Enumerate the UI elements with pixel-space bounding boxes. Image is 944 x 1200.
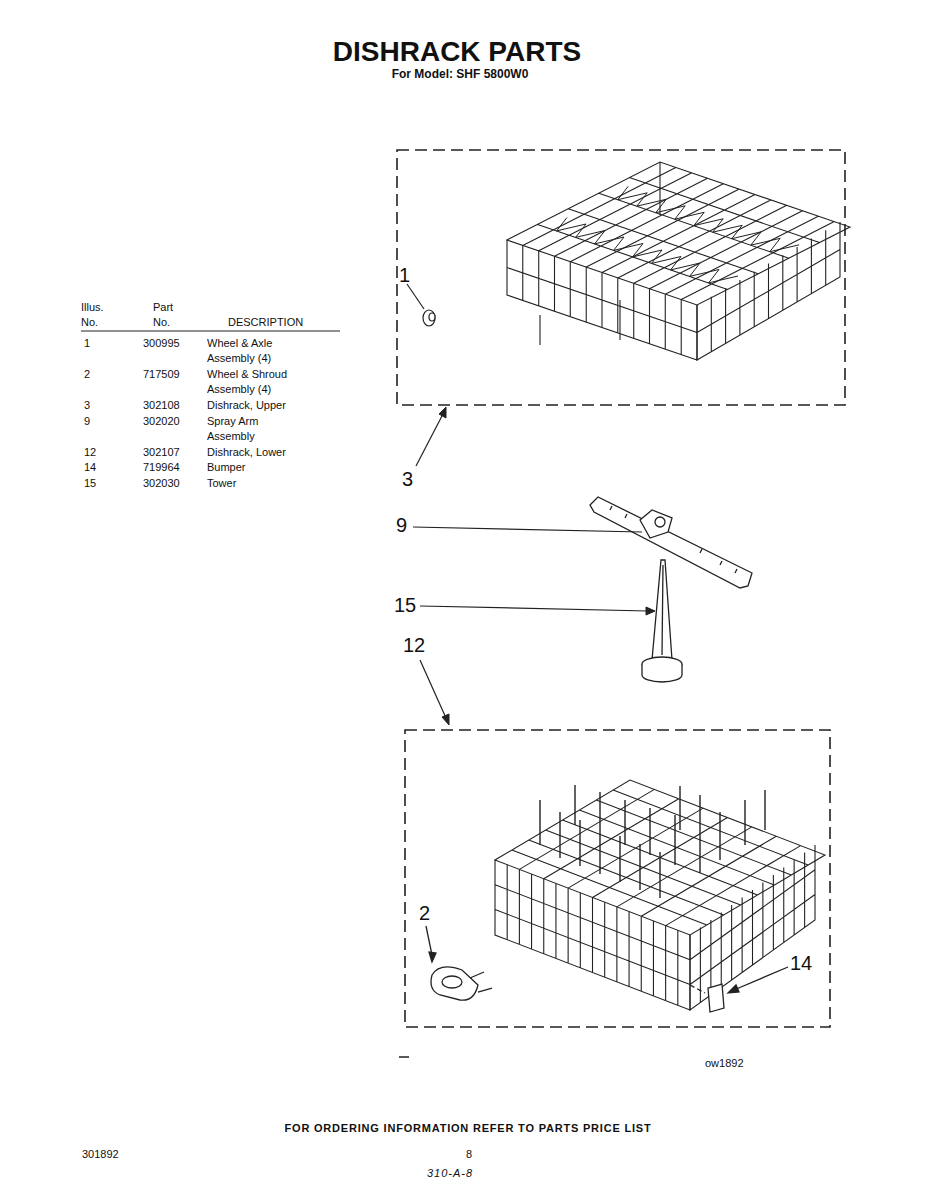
- callout-number: 14: [790, 952, 812, 974]
- model-subtitle: For Model: SHF 5800W0: [0, 67, 920, 82]
- table-header: Part No.: [153, 300, 185, 330]
- table-cell: Spray Arm Assembly: [207, 414, 287, 444]
- callout-number: 12: [403, 634, 425, 656]
- drawing-code: ow1892: [705, 1056, 744, 1071]
- callout-number: 15: [394, 594, 416, 616]
- table-cell: 302030: [143, 476, 180, 491]
- table-cell: 9: [84, 414, 90, 429]
- table-cell: 1: [84, 336, 90, 351]
- page-title: DISHRACK PARTS: [0, 36, 944, 68]
- table-cell: 3: [84, 398, 90, 413]
- table-cell: Dishrack, Upper: [207, 398, 317, 413]
- table-cell: 14: [84, 460, 96, 475]
- table-cell: 302108: [143, 398, 180, 413]
- callout-number: 3: [402, 468, 413, 490]
- table-cell: 717509: [143, 367, 180, 382]
- document-number: 301892: [82, 1147, 119, 1162]
- page-number: 8: [466, 1147, 472, 1162]
- table-cell: 2: [84, 367, 90, 382]
- table-cell: 300995: [143, 336, 180, 351]
- footer-note: FOR ORDERING INFORMATION REFER TO PARTS …: [0, 1121, 936, 1136]
- table-cell: 719964: [143, 460, 180, 475]
- table-cell: Wheel & Axle Assembly (4): [207, 336, 299, 366]
- table-cell: Wheel & Shroud Assembly (4): [207, 367, 299, 397]
- callout-number: 2: [419, 902, 430, 924]
- table-cell: Dishrack, Lower: [207, 445, 317, 460]
- table-header: DESCRIPTION: [228, 315, 303, 330]
- table-cell: Bumper: [207, 460, 317, 475]
- callout-number: 9: [396, 514, 407, 536]
- table-cell: 302020: [143, 414, 180, 429]
- table-cell: 15: [84, 476, 96, 491]
- table-cell: 12: [84, 445, 96, 460]
- table-cell: Tower: [207, 476, 317, 491]
- table-header: Illus. No.: [81, 300, 121, 330]
- handwritten-note: 310-A-8: [427, 1166, 473, 1181]
- table-cell: 302107: [143, 445, 180, 460]
- callout-number: 1: [399, 264, 410, 286]
